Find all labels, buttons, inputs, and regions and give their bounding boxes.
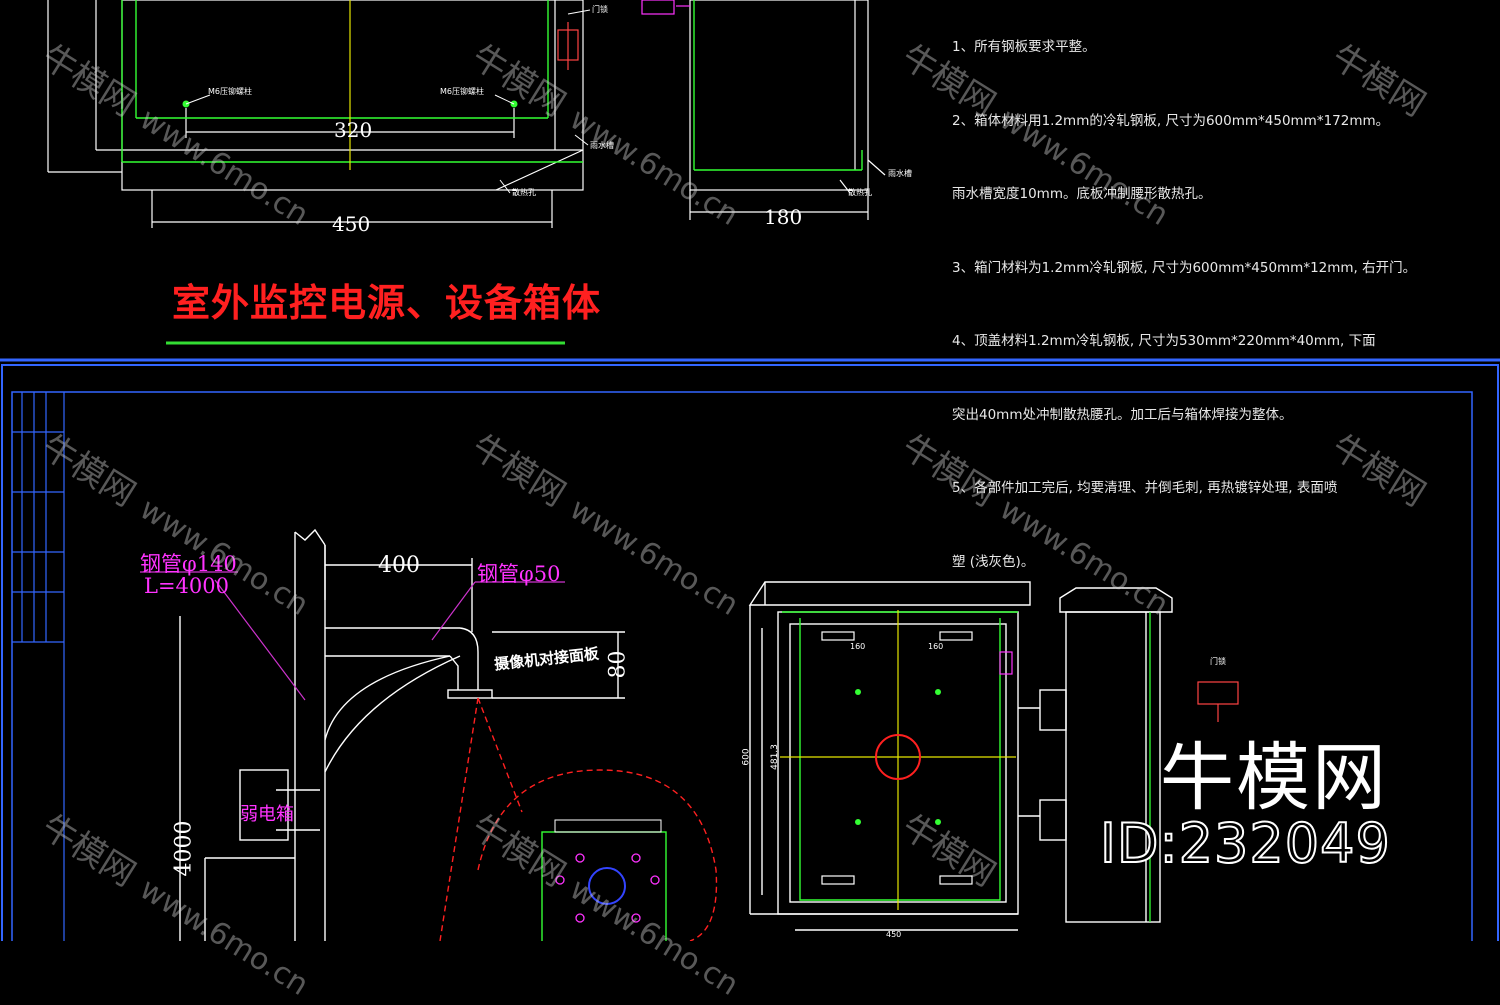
dim-side-width: 180 [764, 205, 803, 229]
top-front-view [47, 0, 584, 228]
watermark-big-brand: 牛模网 [1160, 735, 1388, 821]
label-arm: 钢管φ50 [477, 562, 561, 586]
detail-holes [555, 853, 660, 923]
label-base-plate: 散热孔 [512, 188, 536, 197]
label-pole-length: L=4000 [144, 574, 229, 598]
top-side-view [689, 0, 886, 220]
detail-center-ring [588, 867, 626, 905]
note-line-6: 突出40mm处冲制散热腰孔。加工后与箱体焊接为整体。 [952, 406, 1293, 423]
box-side-lock [1197, 681, 1239, 722]
note-line-7: 5、各部件加工完后, 均要清理、并倒毛刺, 再热镀锌处理, 表面喷 [952, 480, 1338, 496]
top-leaders [185, 9, 591, 194]
box-lock-front [999, 651, 1013, 675]
box-front-centerlines [780, 610, 1016, 910]
title-block-left [12, 392, 65, 941]
note-line-1: 1、所有钢板要求平整。 [952, 39, 1096, 55]
label-rain-slot: 雨水槽 [590, 141, 614, 150]
pole-leaders [140, 571, 565, 701]
pole-assembly [179, 528, 625, 941]
dim-front-half-left: 160 [850, 642, 866, 651]
label-side-lock: 门锁 [1210, 657, 1226, 666]
dim-pole-height: 4000 [171, 820, 197, 877]
box-rail-holes [855, 689, 941, 825]
box-front-view [748, 581, 1031, 931]
dim-front-height-outer: 600 [741, 748, 752, 766]
label-screw-left: M6压铆螺柱 [208, 87, 252, 96]
dim-arm-length: 400 [378, 553, 420, 578]
box-front-green [782, 611, 1018, 901]
box-mount-bars [821, 631, 973, 885]
dim-front-width: 450 [886, 930, 902, 939]
note-line-3: 雨水槽宽度10mm。底板冲制腰形散热孔。 [952, 186, 1212, 202]
label-door-lock: 门锁 [592, 5, 608, 14]
note-line-5: 4、顶盖材料1.2mm冷轧钢板, 尺寸为530mm*220mm*40mm, 下面 [952, 333, 1376, 349]
top-door-lock [557, 22, 579, 70]
dim-front-height-inner: 481.3 [769, 744, 780, 770]
technical-notes: 1、所有钢板要求平整。 2、箱体材料用1.2mm的冷轧钢板, 尺寸为600mm*… [952, 0, 1472, 599]
label-side-hole: 散热孔 [848, 188, 872, 197]
dim-inner-width: 320 [334, 118, 373, 142]
bottom-frame-outer [1, 364, 1499, 941]
label-screw-right: M6压铆螺柱 [440, 87, 484, 96]
dim-flange-height: 80 [605, 650, 631, 679]
cad-drawing [0, 0, 1500, 941]
dim-outer-width: 450 [332, 212, 371, 236]
top-front-green [121, 0, 583, 163]
top-side-green [693, 0, 863, 171]
detail-callout [439, 697, 718, 941]
box-side-view [1018, 587, 1173, 923]
drawing-title: 室外监控电源、设备箱体 [172, 280, 602, 325]
label-weak-box: 弱电箱 [240, 804, 294, 825]
watermark-id: ID:232049 [1099, 811, 1391, 876]
top-side-hinge [641, 0, 690, 15]
box-center-circle [875, 734, 921, 780]
bottom-frame-inner [11, 391, 1473, 941]
label-side-slot: 雨水槽 [888, 169, 912, 178]
note-line-2: 2、箱体材料用1.2mm的冷轧钢板, 尺寸为600mm*450mm*172mm。 [952, 112, 1390, 129]
detail-plate [541, 819, 667, 941]
note-line-4: 3、箱门材料为1.2mm冷轧钢板, 尺寸为600mm*450mm*12mm, 右… [952, 259, 1417, 276]
note-line-8: 塑 (浅灰色)。 [952, 553, 1035, 570]
dim-front-half-right: 160 [928, 642, 944, 651]
label-pole: 钢管φ140 [140, 552, 237, 576]
